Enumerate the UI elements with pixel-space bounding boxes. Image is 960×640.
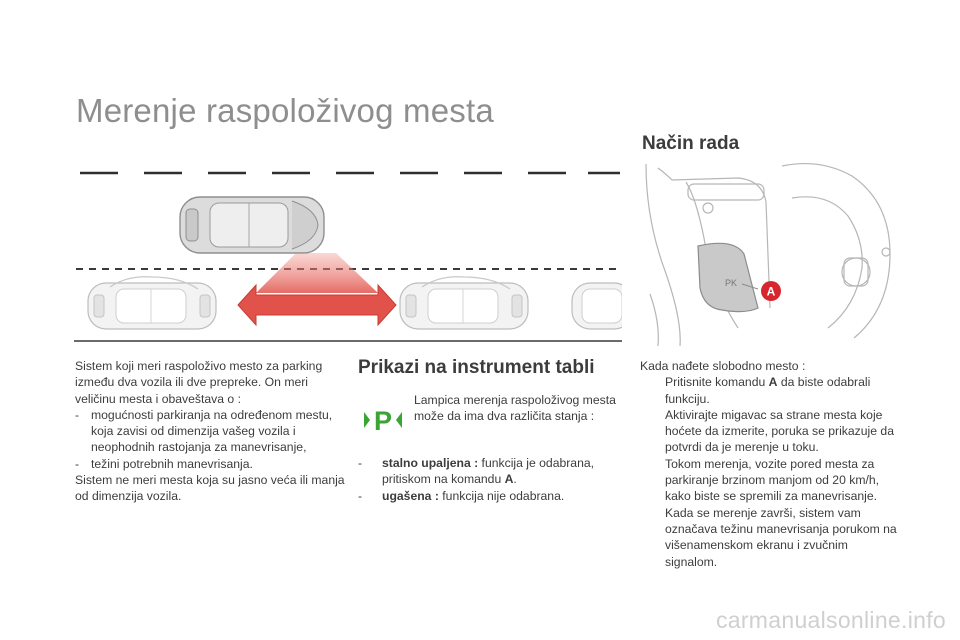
lamp-description: Lampica merenja raspoloživog mesta može …	[414, 393, 616, 424]
step-text: Kada se merenje završi, sistem vam označ…	[665, 505, 897, 569]
state-text: funkcija je odabrana, pritiskom na koman…	[382, 456, 595, 487]
step-text-end: da biste odabrali funkciju.	[665, 375, 871, 406]
moving-car	[179, 196, 325, 254]
list-item-text: težini potrebnih manevrisanja.	[91, 456, 253, 471]
list-item: - stalno upaljena : funkcija je odabrana…	[358, 455, 620, 488]
state-text: funkcija nije odabrana.	[438, 488, 565, 503]
intro-text: Sistem koji meri raspoloživo mesto za pa…	[75, 358, 345, 505]
parked-car-right	[399, 276, 529, 330]
list-item: Pritisnite komandu A da biste odabrali f…	[640, 374, 902, 407]
procedure-text: Kada nađete slobodno mesto : Pritisnite …	[640, 358, 902, 570]
section-heading-prikazi: Prikazi na instrument tabli	[358, 357, 595, 378]
list-item: - ugašena : funkcija nije odabrana.	[358, 488, 620, 504]
list-item: Tokom merenja, vozite pored mesta za par…	[640, 456, 902, 505]
list-item: Kada se merenje završi, sistem vam označ…	[640, 505, 902, 570]
parking-illustration	[74, 171, 622, 342]
state-label: stalno upaljena :	[382, 456, 479, 470]
list-dash: -	[358, 456, 363, 470]
park-assist-switch-symbol: PK	[725, 278, 737, 288]
section-heading-nacin-rada: Način rada	[642, 133, 740, 154]
state-key: A	[504, 472, 514, 487]
list-dash: -	[75, 456, 80, 471]
button-a-marker: A	[761, 281, 781, 301]
watermark: carmanualsonline.info	[715, 607, 946, 633]
step-key: A	[768, 375, 778, 390]
lamp-letter: P	[374, 406, 392, 435]
parked-car-left	[87, 276, 217, 330]
page-title: Merenje raspoloživog mesta	[76, 92, 494, 129]
list-dash: -	[358, 488, 363, 503]
list-item: - mogućnosti parkiranja na određenom mes…	[75, 407, 345, 456]
park-assist-lamp-icon: P	[364, 406, 402, 435]
intro-line: veličinu mesta i obaveštava o :	[75, 391, 241, 406]
measurement-arrow	[237, 253, 397, 327]
parked-car-far-right	[571, 282, 622, 330]
button-a-label: A	[767, 285, 776, 299]
step-text: Aktivirajte migavac sa strane mesta koje…	[665, 407, 894, 455]
procedure-intro: Kada nađete slobodno mesto :	[640, 359, 806, 373]
list-item: Aktivirajte migavac sa strane mesta koje…	[640, 407, 902, 456]
lamp-states: - stalno upaljena : funkcija je odabrana…	[358, 455, 620, 504]
state-label: ugašena :	[382, 488, 439, 503]
switch-panel	[697, 242, 759, 313]
intro-line: između dva vozila ili dve prepreke. On m…	[75, 375, 309, 390]
step-text: Tokom merenja, vozite pored mesta za par…	[665, 456, 880, 504]
list-item: - težini potrebnih manevrisanja.	[75, 456, 345, 472]
state-text-end: .	[513, 472, 517, 487]
dashboard-illustration: PK	[645, 162, 891, 347]
list-dash: -	[75, 407, 80, 422]
intro-closing: Sistem ne meri mesta koja su jasno veća …	[75, 473, 345, 504]
step-text: Pritisnite komandu	[665, 375, 769, 390]
list-item-text: mogućnosti parkiranja na određenom mestu…	[91, 407, 333, 455]
intro-line: Sistem koji meri raspoloživo mesto za pa…	[75, 359, 323, 373]
